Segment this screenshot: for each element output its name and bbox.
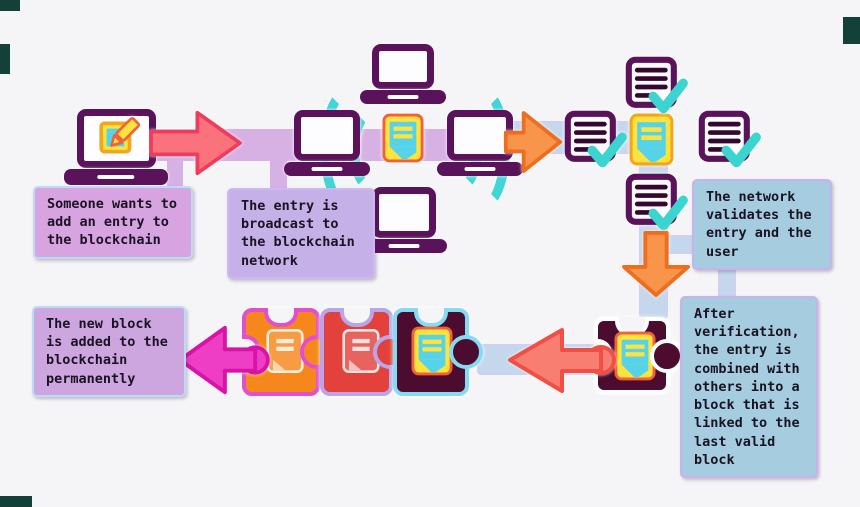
entry-note-icon [614, 331, 656, 381]
puzzle-piece-new-block [594, 317, 684, 394]
edge-artifact [843, 17, 860, 44]
document-check-icon [564, 110, 627, 168]
arrow-down-icon [622, 230, 691, 298]
step-label-4: After verification, the entry is combine… [680, 296, 818, 478]
edge-artifact [0, 0, 20, 11]
edge-artifact [0, 44, 10, 74]
arrow-left-icon [508, 328, 616, 393]
connector-step1-box [167, 155, 183, 190]
step-label-1: Someone wants to add an entry to the blo… [33, 186, 193, 259]
step-label-5: The new block is added to the blockchain… [32, 306, 186, 397]
connector-step2-box [270, 155, 287, 192]
document-check-icon [625, 173, 688, 231]
faded-note-icon [266, 328, 304, 374]
puzzle-piece-red [320, 308, 407, 396]
entry-note-icon [382, 113, 424, 163]
arrow-right-icon [503, 111, 563, 173]
connector-step3-box [660, 236, 702, 253]
arrow-left-icon [178, 325, 270, 395]
step-label-2: The entry is broadcast to the blockchain… [227, 188, 375, 279]
entry-note-icon [629, 113, 674, 166]
document-check-icon [698, 110, 761, 168]
entry-note-icon [411, 326, 453, 376]
edge-artifact [0, 496, 32, 507]
connector-box3-box4 [719, 262, 735, 300]
document-check-icon [625, 56, 688, 114]
edit-note-icon [99, 117, 141, 154]
arrow-right-icon [149, 110, 242, 176]
puzzle-piece-dark [393, 308, 483, 396]
step-label-3: The network validates the entry and the … [692, 179, 832, 270]
